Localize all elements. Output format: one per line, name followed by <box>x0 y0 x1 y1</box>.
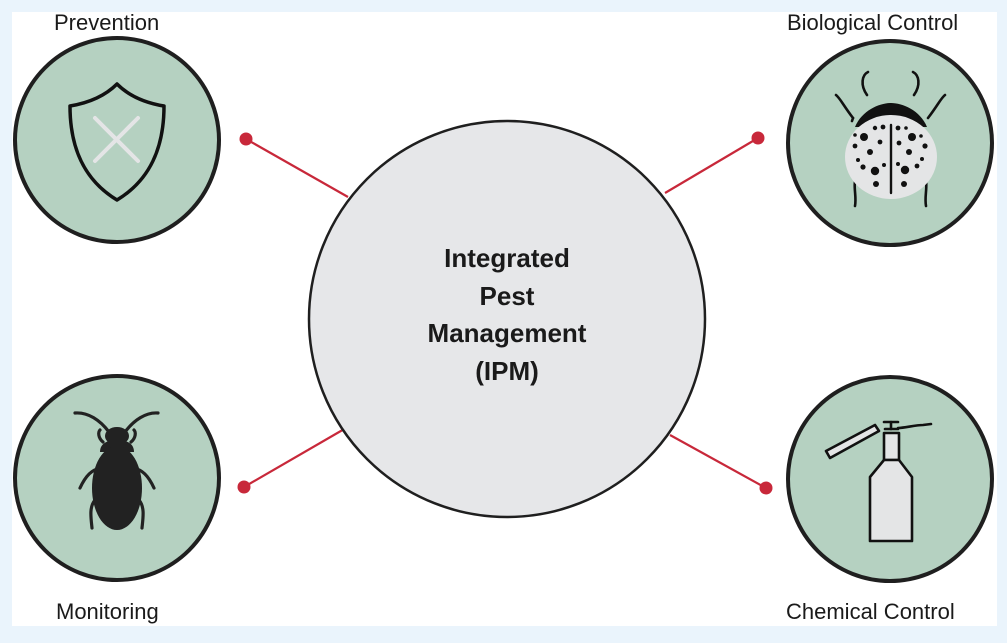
connector-dot-prevention <box>239 132 253 146</box>
node-label-biological-control: Biological Control <box>787 10 959 35</box>
connector-dot-chemical-control <box>759 481 773 495</box>
node-prevention <box>13 36 221 244</box>
node-label-monitoring: Monitoring <box>56 599 159 624</box>
beetle-icon <box>73 411 160 530</box>
center-title-line: (IPM) <box>475 355 539 386</box>
node-label-chemical-control: Chemical Control <box>786 599 955 624</box>
connector-dot-biological-control <box>751 131 765 145</box>
connectors <box>237 131 773 495</box>
center-title: Integrated Pest Management (IPM) <box>357 240 657 390</box>
node-biological-control <box>786 39 994 247</box>
center-title-line: Management <box>427 318 587 348</box>
connector-prevention <box>245 138 349 198</box>
connector-biological-control <box>664 137 759 194</box>
node-label-prevention: Prevention <box>54 10 160 35</box>
node-chemical-control <box>786 375 994 583</box>
shield-x-icon <box>68 82 166 202</box>
node-monitoring <box>13 374 221 582</box>
connector-monitoring <box>243 427 347 488</box>
center-title-line: Pest <box>479 280 535 311</box>
ladybug-icon <box>834 70 947 208</box>
sprayer-icon <box>824 420 933 543</box>
center-title-line: Integrated <box>444 243 570 273</box>
connector-chemical-control <box>669 434 767 489</box>
center-node <box>307 119 707 519</box>
connector-dot-monitoring <box>237 480 251 494</box>
